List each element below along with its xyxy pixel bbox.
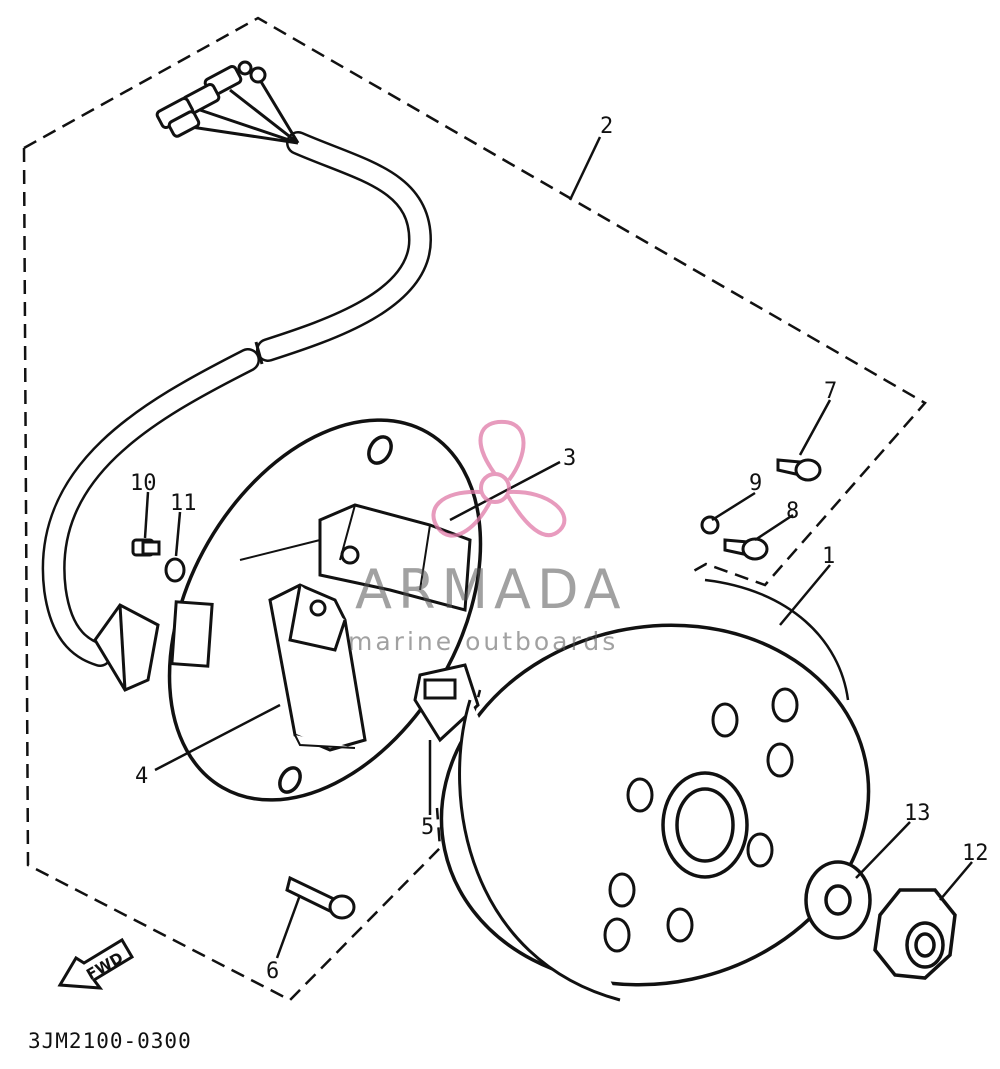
callout-7: 7 (824, 379, 837, 404)
watermark-brand: ARMADA (355, 558, 627, 621)
callout-5: 5 (421, 815, 434, 840)
charge-coil-3 (318, 503, 472, 612)
wire-connectors (155, 60, 267, 138)
callout-1: 1 (822, 544, 835, 569)
plate-clip (170, 600, 214, 668)
callout-2: 2 (600, 114, 613, 139)
callout-12: 12 (962, 841, 989, 866)
callout-3: 3 (563, 446, 576, 471)
wire-harness (41, 79, 433, 667)
lighting-coil-4 (268, 583, 367, 752)
part-code: 3JM2100-0300 (28, 1029, 192, 1053)
flywheel-hub (661, 771, 749, 879)
pulser-coil-5 (413, 663, 480, 743)
callout-9: 9 (749, 471, 762, 496)
leader-lines (143, 136, 973, 959)
screw-8 (723, 537, 769, 561)
nut-12 (873, 888, 957, 980)
callout-11: 11 (170, 491, 197, 516)
flywheel-holes (603, 687, 799, 953)
washer-13 (804, 860, 872, 940)
callout-10: 10 (130, 471, 157, 496)
callout-4: 4 (135, 764, 148, 789)
watermark-tagline: marine outboards (348, 627, 618, 656)
callout-8: 8 (786, 499, 799, 524)
propeller-logo-icon (431, 419, 567, 538)
screw-7 (776, 458, 822, 482)
watermark: ARMADA marine outboards (348, 419, 627, 656)
flywheel-rotor (439, 578, 871, 1002)
washer-11 (164, 557, 186, 583)
screw-6 (285, 875, 356, 920)
callout-labels: 1 2 3 4 5 6 7 8 9 10 11 12 13 (130, 114, 989, 984)
fwd-arrow-badge: FWD (57, 937, 135, 990)
wire-grommet (93, 603, 160, 692)
callout-6: 6 (266, 959, 279, 984)
screw-10 (131, 538, 161, 557)
lock-washer-9 (700, 515, 720, 535)
callout-13: 13 (904, 801, 931, 826)
